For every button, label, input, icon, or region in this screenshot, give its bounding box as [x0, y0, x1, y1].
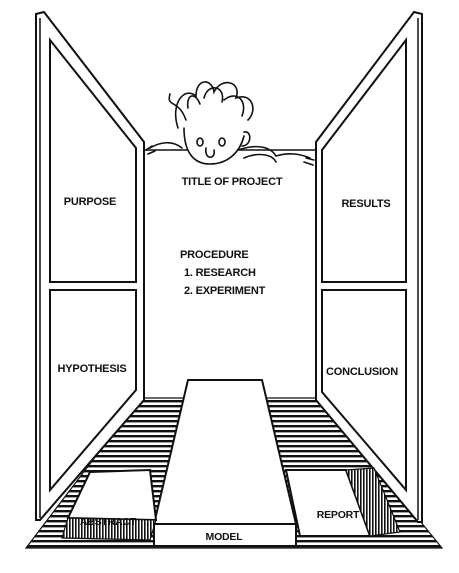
report-label: REPORT — [317, 509, 360, 521]
report-pad — [284, 467, 401, 537]
left-wing — [35, 10, 145, 521]
procedure-step-1: 1. RESEARCH — [184, 267, 256, 279]
conclusion-label: CONCLUSION — [326, 366, 398, 378]
model-label: MODEL — [206, 531, 244, 543]
hypothesis-label: HYPOTHESIS — [58, 363, 127, 375]
abstract-pad — [61, 468, 158, 541]
results-label: RESULTS — [341, 198, 390, 210]
peeking-kid-icon — [145, 81, 315, 166]
procedure-step-2: 2. EXPERIMENT — [184, 285, 266, 297]
abstract-label: ABSTRACT — [80, 516, 137, 528]
project-title: TITLE OF PROJECT — [182, 176, 283, 188]
procedure-heading: PROCEDURE — [180, 249, 249, 261]
back-board — [139, 149, 321, 403]
model-pad — [152, 379, 298, 547]
right-wing — [315, 10, 423, 523]
purpose-label: PURPOSE — [64, 196, 116, 208]
